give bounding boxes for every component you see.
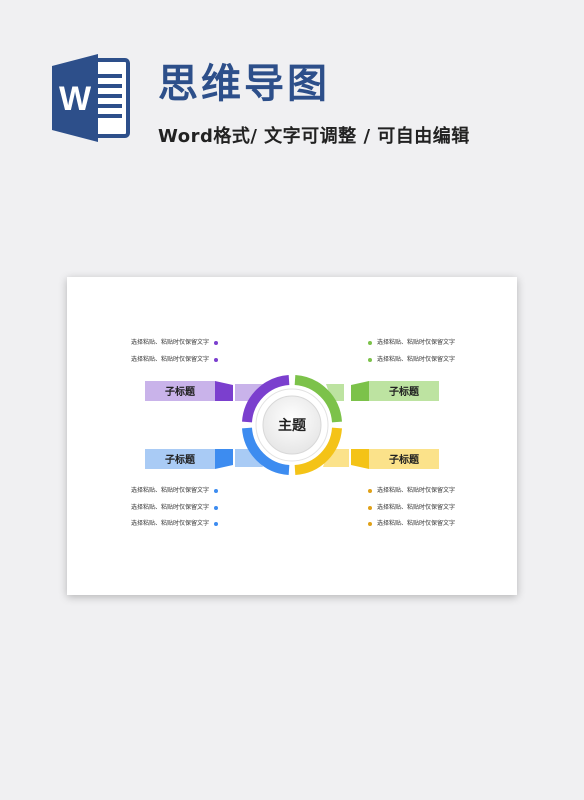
logo-letter: W: [59, 80, 92, 118]
label-box-top-right: [369, 381, 439, 401]
bullet-dot: [214, 357, 218, 362]
center-topic: 主题: [278, 417, 307, 434]
word-document-icon: W: [52, 54, 130, 142]
label-box-bottom-right: [369, 449, 439, 469]
list-item: 选择粘贴、粘贴时仅保留文字: [131, 339, 218, 347]
bullet-dot: [368, 488, 372, 493]
label-top-left: 子标题: [165, 385, 196, 398]
label-tab-bottom-left: [215, 449, 233, 469]
list-item: 选择粘贴、粘贴时仅保留文字: [131, 520, 218, 528]
label-bottom-right: 子标题: [389, 453, 420, 466]
list-item: 选择粘贴、粘贴时仅保留文字: [368, 339, 455, 347]
ring-segment-blue: [242, 427, 290, 475]
bullet-dot: [214, 521, 218, 526]
page-subtitle: Word格式/ 文字可调整 / 可自由编辑: [158, 126, 470, 147]
list-item: 选择粘贴、粘贴时仅保留文字: [131, 356, 218, 364]
list-item: 选择粘贴、粘贴时仅保留文字: [368, 520, 455, 528]
bullet-dot: [368, 357, 372, 362]
bullet-dot: [368, 505, 372, 510]
list-item: 选择粘贴、粘贴时仅保留文字: [368, 504, 455, 512]
list-item: 选择粘贴、粘贴时仅保留文字: [131, 504, 218, 512]
bullet-dot: [214, 488, 218, 493]
label-tab-top-right: [351, 381, 369, 401]
label-tab-top-left: [215, 381, 233, 401]
list-item: 选择粘贴、粘贴时仅保留文字: [131, 487, 218, 495]
label-top-right: 子标题: [389, 385, 420, 398]
label-tab-bottom-right: [351, 449, 369, 469]
ring-segment-purple: [242, 375, 290, 423]
ring-segment-yellow: [294, 427, 342, 475]
bullet-dot: [214, 340, 218, 345]
ring-segment-green: [294, 375, 342, 423]
label-box-bottom-left: [145, 449, 215, 469]
bullet-dot: [368, 521, 372, 526]
bullet-dot: [368, 340, 372, 345]
mindmap-diagram: 主题 子标题 子标题 子标题 子标题: [145, 375, 439, 475]
label-bottom-left: 子标题: [165, 453, 196, 466]
list-item: 选择粘贴、粘贴时仅保留文字: [368, 356, 455, 364]
page-title: 思维导图: [158, 61, 330, 107]
bullet-dot: [214, 505, 218, 510]
list-item: 选择粘贴、粘贴时仅保留文字: [368, 487, 455, 495]
label-box-top-left: [145, 381, 215, 401]
document-page: 主题 子标题 子标题 子标题 子标题 选择粘贴、粘贴时仅保留文字 选择粘贴、粘贴…: [67, 277, 517, 595]
